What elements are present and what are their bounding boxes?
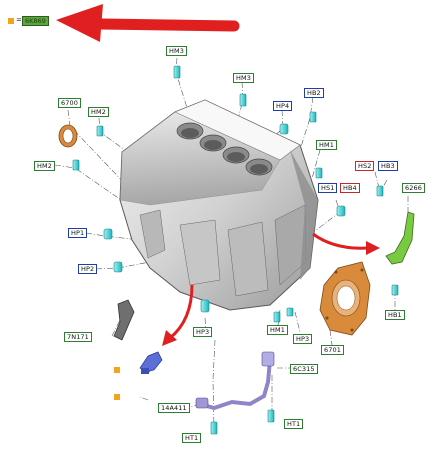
legend-swatch-icon	[8, 18, 14, 24]
bolt-icon	[173, 65, 181, 79]
callout-14a411: 14A411	[158, 403, 190, 413]
bolt-icon	[286, 307, 294, 317]
bolt-icon	[113, 261, 123, 273]
bolt-icon	[72, 159, 80, 171]
callout-7n171: 7N171	[64, 332, 92, 342]
bolt-icon	[336, 205, 346, 217]
callout-hs1: HS1	[318, 183, 338, 193]
callout-hm1-a: HM1	[316, 140, 337, 150]
front-seal-6700	[58, 124, 78, 148]
callout-hm3-mid: HM3	[233, 73, 254, 83]
bolt-icon	[391, 284, 399, 296]
callout-hp1: HP1	[68, 228, 88, 238]
callout-hb1: HB1	[385, 310, 405, 320]
bracket-6266	[385, 211, 415, 265]
red-pointer-arrow-icon	[56, 4, 240, 42]
red-curved-arrow-icon	[312, 232, 380, 255]
rear-seal-retainer-6701	[319, 261, 371, 336]
callout-hm3-top: HM3	[166, 46, 187, 56]
legend-part-label: 6K869	[22, 16, 49, 26]
bolt-icon	[267, 409, 275, 423]
bolts	[72, 65, 399, 435]
wiring-harness-14a411	[195, 351, 275, 411]
bolt-icon	[200, 299, 210, 313]
legend-equals: =	[16, 16, 22, 24]
bolt-icon	[103, 228, 113, 240]
bolt-icon	[376, 185, 384, 197]
bolt-icon	[309, 111, 317, 123]
bolt-icon	[96, 125, 104, 137]
callout-6c315: 6C315	[290, 364, 318, 374]
callout-hb4: HB4	[340, 183, 360, 193]
bolt-icon	[273, 311, 281, 323]
callout-hm1-b: HM1	[267, 325, 288, 335]
red-curved-arrow-icon	[162, 284, 194, 346]
engine-block	[119, 99, 319, 311]
callout-hs2: HS2	[355, 161, 375, 171]
marker-square-icon	[114, 367, 120, 373]
bolt-icon	[315, 167, 323, 179]
callout-ht1-b: HT1	[284, 419, 304, 429]
callout-hp3-b: HP3	[293, 334, 313, 344]
callout-6701: 6701	[321, 345, 344, 355]
callout-6700: 6700	[58, 98, 81, 108]
sensor-blue	[139, 351, 163, 374]
marker-square-icon	[114, 394, 120, 400]
bracket-7n171	[113, 299, 135, 341]
callout-hb2: HB2	[304, 88, 324, 98]
callout-hm2-b: HM2	[34, 161, 55, 171]
callout-hm2-a: HM2	[88, 107, 109, 117]
bolt-icon	[239, 93, 247, 107]
callout-hp4: HP4	[273, 101, 293, 111]
bolt-icon	[210, 421, 218, 435]
callout-hp3-a: HP3	[193, 327, 213, 337]
callout-hp2: HP2	[78, 264, 98, 274]
bolt-icon	[279, 123, 289, 135]
callout-hb3: HB3	[378, 161, 398, 171]
callout-ht1-a: HT1	[182, 433, 202, 443]
callout-6266: 6266	[402, 183, 425, 193]
